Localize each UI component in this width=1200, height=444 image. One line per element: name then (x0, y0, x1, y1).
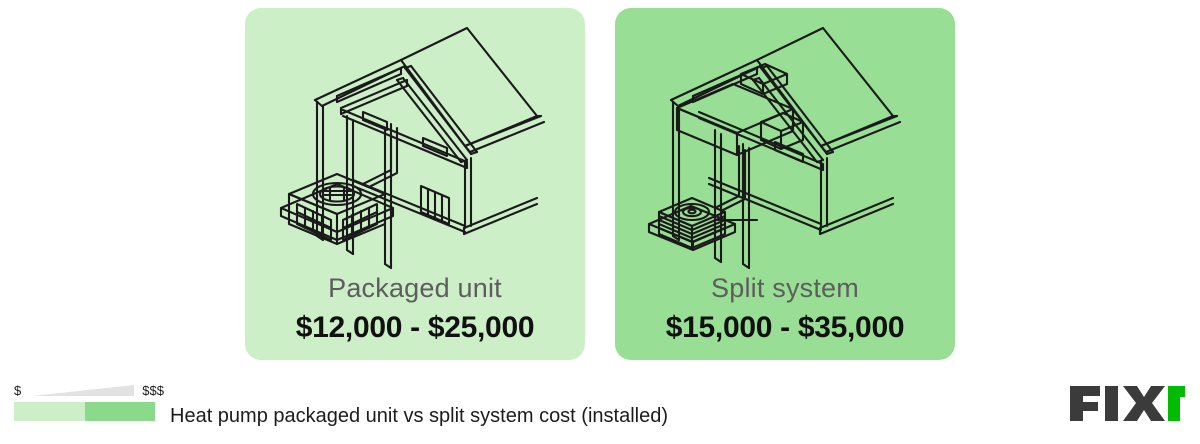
panel-price-packaged-unit: $12,000 - $25,000 (295, 311, 535, 344)
chart-caption: Heat pump packaged unit vs split system … (170, 405, 668, 427)
panel-title-split-system: Split system (711, 273, 859, 303)
split-system-illustration (615, 12, 955, 274)
panel-packaged-unit[interactable]: Packaged unit $12,000 - $25,000 (245, 8, 585, 360)
cost-legend: $ $$$ (14, 382, 164, 424)
legend-swatch-high (84, 402, 155, 421)
legend-low-label: $ (14, 383, 22, 398)
panel-title-packaged-unit: Packaged unit (328, 273, 502, 303)
legend-swatch-low (14, 402, 85, 421)
packaged-unit-illustration (245, 12, 585, 274)
panel-price-split-system: $15,000 - $35,000 (665, 311, 905, 344)
legend-high-label: $$$ (142, 383, 164, 398)
legend-color-bar (14, 402, 155, 421)
legend-gradient-wedge-icon (32, 384, 134, 398)
fixr-logo[interactable] (1068, 383, 1186, 423)
legend-scale: $ $$$ (14, 382, 164, 400)
panel-split-system[interactable]: Split system $15,000 - $35,000 (615, 8, 955, 360)
comparison-panels: Packaged unit $12,000 - $25,000 (245, 8, 955, 360)
